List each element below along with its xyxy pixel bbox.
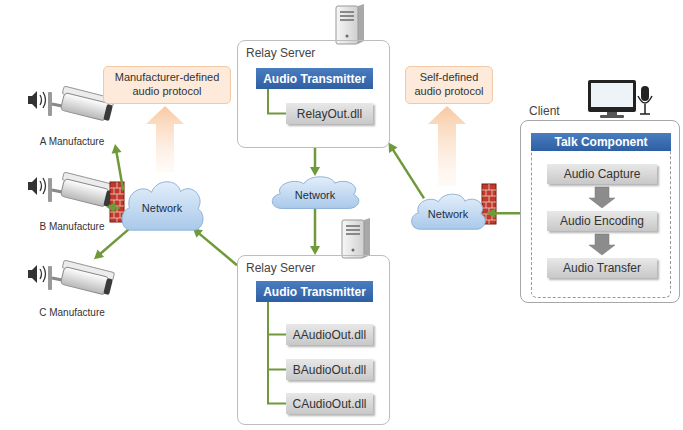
dll-box: RelayOut.dll xyxy=(286,103,373,124)
connector xyxy=(268,302,286,335)
connector xyxy=(486,208,520,218)
arrow-head xyxy=(310,167,320,176)
tree-line xyxy=(268,302,286,335)
connector xyxy=(388,143,424,199)
camera-node: C Manufacture xyxy=(22,258,122,318)
node-label: Relay Server xyxy=(246,46,315,60)
component-panel: Talk ComponentAudio CaptureAudio Encodin… xyxy=(531,133,671,298)
camera-node: A Manufacture xyxy=(22,85,122,147)
connector-line xyxy=(199,233,237,265)
process-box: Audio Capture xyxy=(547,164,657,184)
connector xyxy=(106,203,120,213)
connector xyxy=(193,228,237,265)
connector xyxy=(94,229,129,259)
connector xyxy=(589,234,615,255)
node-label: AAudioOut.dll xyxy=(293,328,366,342)
server-box: Relay ServerAudio TransmitterAAudioOut.d… xyxy=(237,255,390,425)
connector-line xyxy=(494,212,520,215)
connector-line xyxy=(116,152,123,191)
node-label: Network xyxy=(295,183,335,201)
microphone-icon xyxy=(638,86,652,114)
camera-node: B Manufacture xyxy=(22,172,122,232)
node-label: Relay Server xyxy=(246,261,315,275)
protocol-callout: Manufacturer-defined audio protocol xyxy=(103,66,231,104)
server-box: Relay ServerAudio TransmitterRelayOut.dl… xyxy=(237,40,390,148)
node-label: A Manufacture xyxy=(40,136,104,147)
connector xyxy=(268,302,286,370)
arrow-head xyxy=(310,246,320,255)
node-label: Network xyxy=(142,196,182,214)
connector xyxy=(310,148,320,176)
node-label: Audio Transfer xyxy=(563,261,641,275)
node-label: Manufacturer-defined audio protocol xyxy=(108,71,226,99)
arrow-head xyxy=(112,144,122,154)
cloud-outline xyxy=(122,182,203,230)
node-label: RelayOut.dll xyxy=(297,107,362,121)
node-label: Audio Encoding xyxy=(560,214,644,228)
tree-line xyxy=(268,302,286,404)
connector xyxy=(268,89,286,114)
node-label: Network xyxy=(428,202,468,220)
process-box: Audio Transfer xyxy=(547,258,657,278)
camera-icon xyxy=(28,86,115,296)
connector-line xyxy=(314,208,317,247)
connector xyxy=(310,208,320,255)
protocol-arrow xyxy=(146,106,466,186)
connector-line xyxy=(100,229,129,254)
node-label: CAudioOut.dll xyxy=(292,397,366,411)
dll-box: CAudioOut.dll xyxy=(286,393,373,414)
block-arrow xyxy=(589,187,615,208)
arrow-head xyxy=(94,250,104,260)
dll-box: AAudioOut.dll xyxy=(286,324,373,345)
client-box: ClientTalk ComponentAudio CaptureAudio E… xyxy=(520,120,680,303)
connector-line xyxy=(393,149,424,198)
node-label: Self-defined audio protocol xyxy=(410,71,488,99)
cloud-outline xyxy=(272,177,358,209)
server-icon xyxy=(336,4,370,258)
connector-line xyxy=(314,148,317,168)
block-arrow xyxy=(589,234,615,255)
node-label: C Manufacture xyxy=(39,307,105,318)
process-box: Audio Encoding xyxy=(547,211,657,231)
node-label: Audio Transmitter xyxy=(263,285,366,299)
network-cloud: Network xyxy=(408,190,488,232)
node-label: Client xyxy=(529,104,560,118)
cloud-outline xyxy=(412,194,486,229)
connector xyxy=(112,144,124,191)
node-label: BAudioOut.dll xyxy=(293,363,366,377)
node-label: Audio Capture xyxy=(564,167,641,181)
network-cloud: Network xyxy=(118,176,206,234)
monitor-icon xyxy=(588,80,636,118)
arrow-head xyxy=(486,208,495,218)
node-label: Audio Transmitter xyxy=(263,72,366,86)
component-bar: Audio Transmitter xyxy=(256,68,373,89)
arrow-head xyxy=(388,143,397,153)
protocol-callout: Self-defined audio protocol xyxy=(405,66,493,104)
connector xyxy=(589,187,615,208)
tree-line xyxy=(268,302,286,370)
dll-box: BAudioOut.dll xyxy=(286,359,373,380)
tree-line xyxy=(268,89,286,114)
node-label: B Manufacture xyxy=(39,221,104,232)
component-bar: Audio Transmitter xyxy=(256,281,373,302)
network-cloud: Network xyxy=(268,173,362,211)
connector xyxy=(268,302,286,404)
arrow-head xyxy=(106,203,115,213)
node-label: Talk Component xyxy=(531,133,671,151)
